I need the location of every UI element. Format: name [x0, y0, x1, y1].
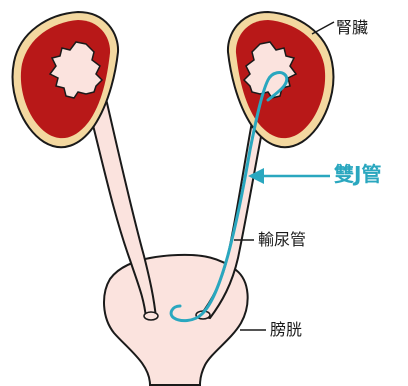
- kidney-label: 腎臟: [336, 20, 368, 36]
- stent-label: 雙J管: [334, 164, 381, 184]
- ureter-left-orifice: [144, 312, 158, 320]
- kidney-leader: [312, 22, 334, 34]
- ureter-label: 輸尿管: [258, 232, 306, 248]
- bladder-label: 膀胱: [270, 322, 302, 338]
